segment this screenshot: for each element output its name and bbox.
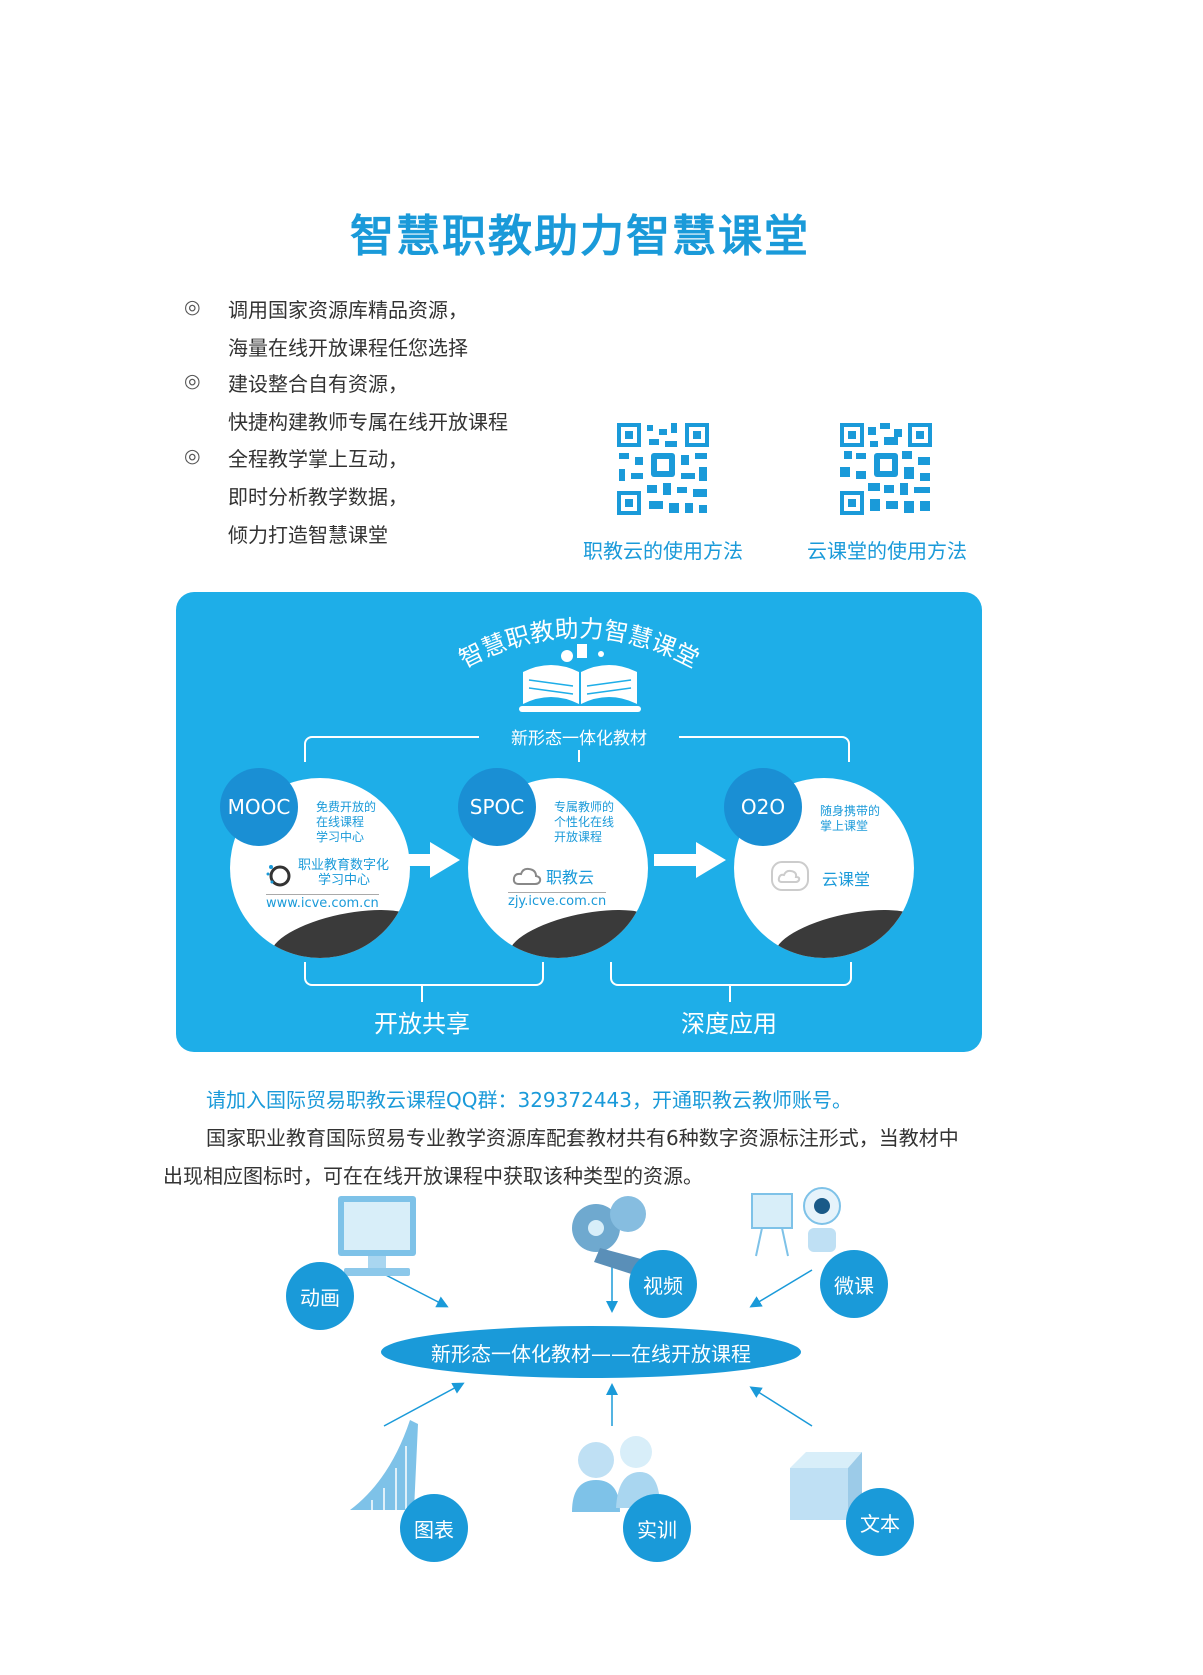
open-book-icon xyxy=(519,644,641,712)
monitor-icon xyxy=(338,1196,416,1276)
resource-badge-video[interactable]: 视频 xyxy=(629,1250,697,1318)
qq-group-line: 请加入国际贸易职教云课程QQ群：329372443，开通职教云教师账号。 xyxy=(206,1088,853,1112)
bullet-line: 快捷构建教师专属在线开放课程 xyxy=(228,410,508,434)
arrow-right-icon xyxy=(654,842,726,878)
resource-center-ellipse: 新形态一体化教材——在线开放课程 xyxy=(381,1326,801,1378)
qr-code-icon[interactable] xyxy=(615,421,711,517)
bullet-marker: ◎ xyxy=(184,445,201,467)
resource-badge-microlesson[interactable]: 微课 xyxy=(820,1250,888,1318)
bracket-connector xyxy=(729,984,731,1002)
resource-badge-chart[interactable]: 图表 xyxy=(400,1494,468,1562)
mooc-site: 职业教育数字化学习中心 xyxy=(298,858,390,888)
qr-code-icon[interactable] xyxy=(838,421,934,517)
page-title: 智慧职教助力智慧课堂 xyxy=(350,211,810,262)
circle-shadow xyxy=(770,898,914,958)
cloud-icon xyxy=(512,867,542,885)
mooc-url[interactable]: www.icve.com.cn xyxy=(266,894,379,911)
spoc-badge: SPOC xyxy=(458,768,536,846)
bracket-connector xyxy=(421,984,423,1002)
robot-teacher-icon xyxy=(751,1187,841,1257)
arrow-right-icon xyxy=(388,842,460,878)
bullet-line: 调用国家资源库精品资源， xyxy=(228,298,468,322)
label-deep-application: 深度应用 xyxy=(681,1010,777,1038)
icve-logo-icon xyxy=(266,865,291,887)
bottom-bracket-right xyxy=(610,962,852,986)
book-caption: 新形态一体化教材 xyxy=(479,724,679,750)
bullet-line: 全程教学掌上互动， xyxy=(228,447,408,471)
resource-badge-training[interactable]: 实训 xyxy=(623,1494,691,1562)
o2o-desc: 随身携带的掌上课堂 xyxy=(820,804,881,833)
spoc-url[interactable]: zjy.icve.com.cn xyxy=(508,892,607,909)
qr-label: 职教云的使用方法 xyxy=(583,539,743,563)
bullet-line: 倾力打造智慧课堂 xyxy=(228,523,388,547)
label-open-sharing: 开放共享 xyxy=(374,1010,470,1038)
resource-paragraph-line: 国家职业教育国际贸易专业教学资源库配套教材共有6种数字资源标注形式，当教材中 xyxy=(206,1126,959,1150)
o2o-site: 云课堂 xyxy=(822,870,871,889)
bullet-line: 建设整合自有资源， xyxy=(228,372,408,396)
bullet-line: 海量在线开放课程任您选择 xyxy=(228,336,468,360)
rising-chart-icon xyxy=(350,1420,418,1510)
cloud-classroom-icon xyxy=(771,861,809,891)
o2o-badge: O2O xyxy=(724,768,802,846)
mooc-badge: MOOC xyxy=(220,768,298,846)
bullet-marker: ◎ xyxy=(184,296,201,318)
spoc-site: 职教云 xyxy=(546,868,595,887)
resource-badge-animation[interactable]: 动画 xyxy=(286,1262,354,1330)
bullet-line: 即时分析教学数据， xyxy=(228,485,408,509)
bullet-marker: ◎ xyxy=(184,370,201,392)
smart-classroom-panel: 智慧职教助力智慧课堂 新形态一体化教材 免费开放的在线课程学习中心 职业教育数字… xyxy=(176,592,982,1052)
bottom-bracket-left xyxy=(304,962,544,986)
spoc-desc: 专属教师的个性化在线开放课程 xyxy=(554,800,615,844)
resource-badge-text[interactable]: 文本 xyxy=(846,1488,914,1556)
mooc-desc: 免费开放的在线课程学习中心 xyxy=(316,800,377,844)
resource-paragraph-line: 出现相应图标时，可在在线开放课程中获取该种类型的资源。 xyxy=(163,1164,703,1188)
qr-label: 云课堂的使用方法 xyxy=(807,539,967,563)
caption-connector xyxy=(578,750,580,762)
